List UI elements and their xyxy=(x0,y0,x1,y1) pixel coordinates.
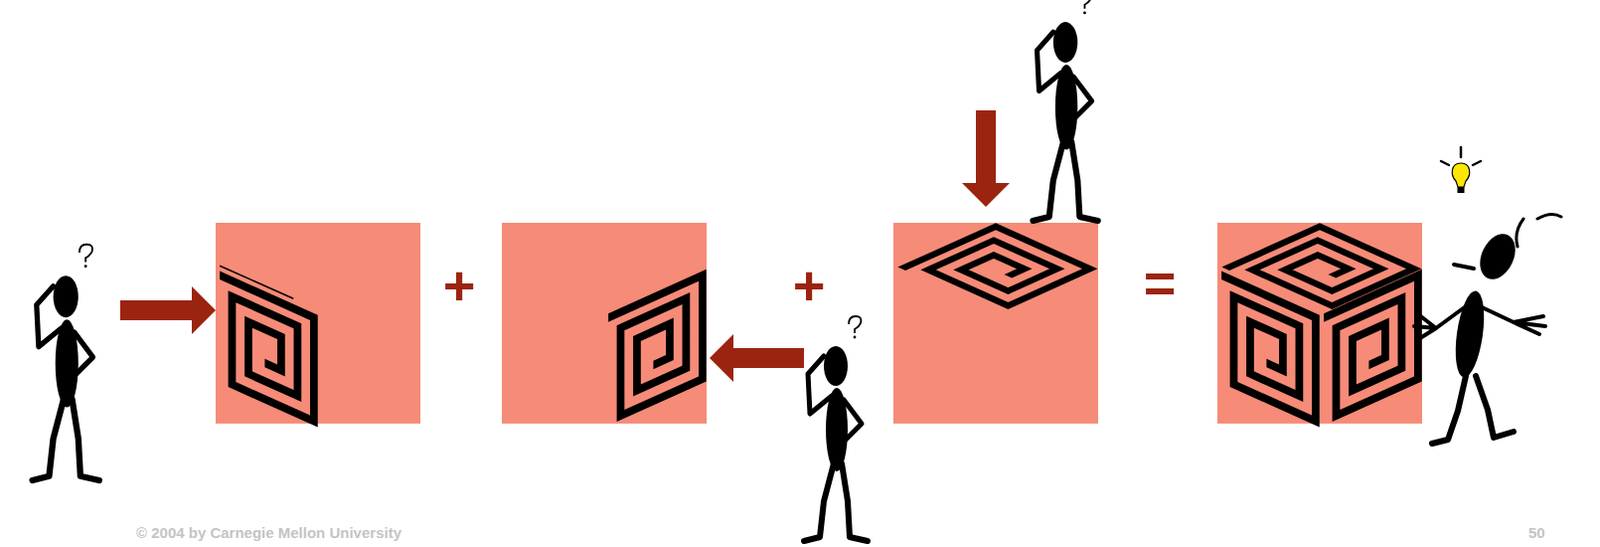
stick-figure xyxy=(803,316,868,541)
stick-figure xyxy=(32,244,100,480)
plus-sign: + xyxy=(793,257,826,314)
plus-sign: + xyxy=(443,257,477,314)
stick-figure xyxy=(1032,0,1098,221)
left-face-panel xyxy=(215,222,421,424)
top-face-panel xyxy=(893,222,1099,424)
eureka-figure xyxy=(1414,147,1562,444)
copyright-note: © 2004 by Carnegie Mellon University xyxy=(136,524,402,542)
cube-panel xyxy=(1217,222,1423,424)
equals-sign: = xyxy=(1143,255,1177,312)
right-face-panel xyxy=(501,222,707,424)
page-number: 50 xyxy=(1528,524,1546,542)
